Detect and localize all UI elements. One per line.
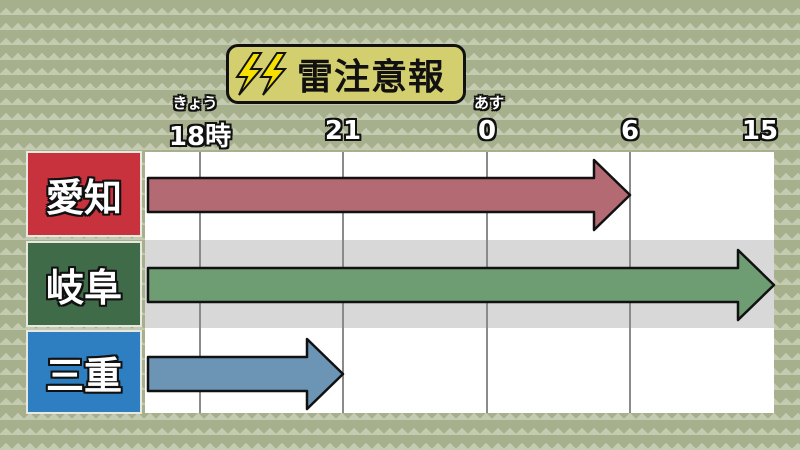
tick-label: 0 <box>477 116 497 146</box>
advisory-period-arrow <box>146 248 776 322</box>
advisory-title: 雷注意報 <box>297 57 446 98</box>
advisory-period-arrow <box>146 158 632 232</box>
tomorrow-label: あす <box>473 94 505 112</box>
tick-label: 18時 <box>168 122 232 152</box>
region-label-mie: 三重 <box>26 330 142 414</box>
region-label-gifu: 岐阜 <box>26 241 142 327</box>
tick-label: 21 <box>324 116 362 146</box>
today-label: きょう <box>172 94 218 112</box>
advisory-title-badge: 雷注意報 <box>226 44 466 104</box>
lightning-icon <box>235 52 288 96</box>
tick-label: 6 <box>620 116 640 146</box>
tick-label: 15 <box>741 116 779 146</box>
advisory-period-arrow <box>146 337 345 411</box>
region-label-aichi: 愛知 <box>26 151 142 237</box>
